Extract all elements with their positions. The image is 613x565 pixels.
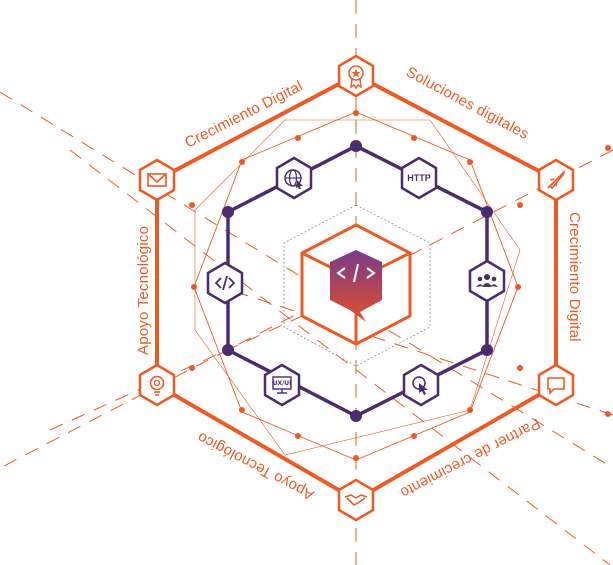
label-top-right: Soluciones digitales [403, 64, 532, 144]
ux-ui-monitor-icon: UX/UI [263, 363, 301, 407]
chat-bubble-icon [537, 363, 575, 407]
label-left: Apoyo Tecnológico [135, 226, 152, 355]
award-ribbon-icon [337, 54, 375, 98]
code-cube-icon [330, 250, 382, 322]
envelope-icon [138, 158, 176, 202]
uxui-badge-text: UX/UI [273, 380, 292, 387]
click-cursor-icon [402, 363, 440, 407]
globe-cursor-icon [275, 156, 313, 200]
middle-thin-hexagon-2 [194, 119, 521, 456]
lightbulb-gear-icon [138, 363, 176, 407]
users-group-icon [468, 259, 506, 303]
code-brackets-icon [206, 261, 244, 305]
purple-octagon-nodes [222, 140, 493, 422]
label-bottom-right: Partner de crecimiento [397, 414, 543, 501]
label-right: Crecimiento Digital [566, 212, 583, 342]
http-badge-icon: HTTP [400, 156, 438, 200]
inner-gray-hexagon [283, 204, 431, 367]
label-top-left: Crecimiento Digital [182, 78, 305, 152]
thin-ring-dots [189, 110, 611, 461]
handshake-icon [337, 478, 375, 522]
rocket-icon [537, 158, 575, 202]
http-badge-text: HTTP [407, 173, 431, 183]
